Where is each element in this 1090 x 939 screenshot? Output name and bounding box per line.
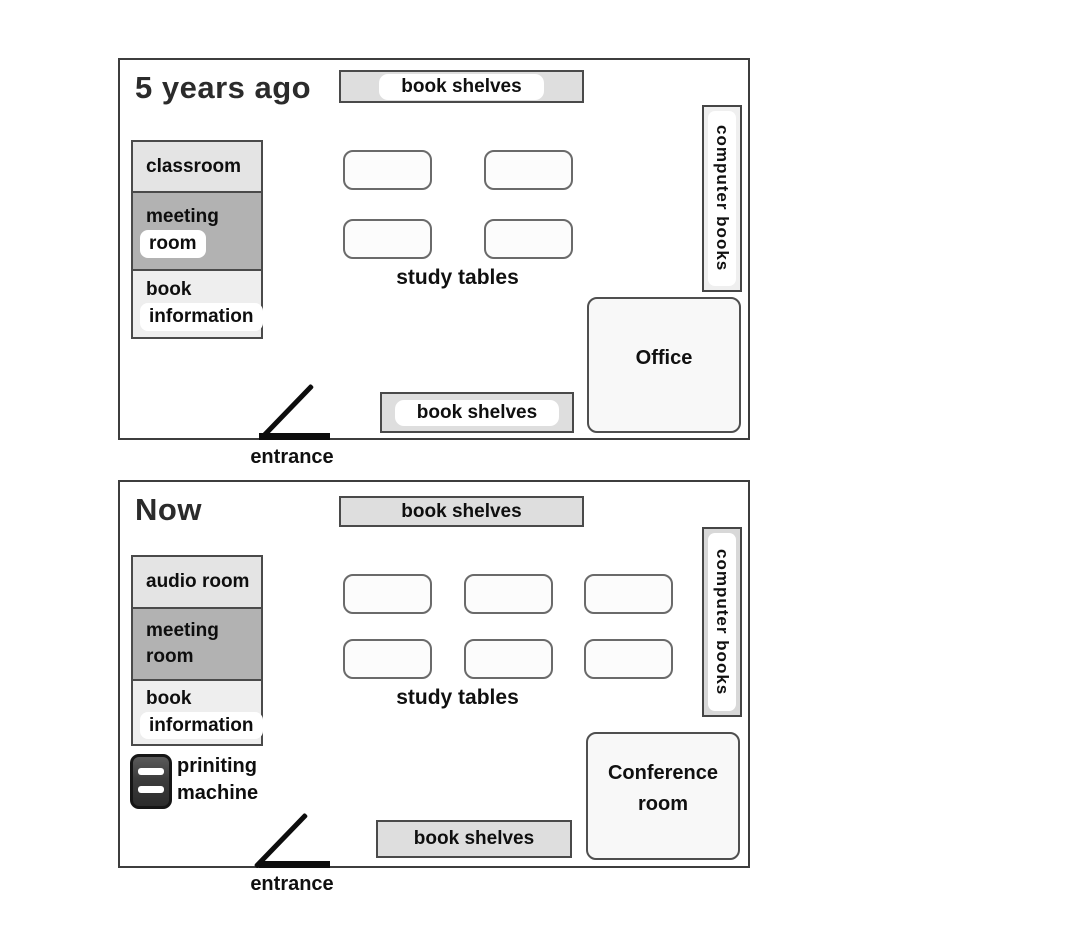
room-meeting-label-line2: room: [146, 646, 194, 667]
study-tables-label: study tables: [396, 686, 519, 709]
room-book-information-line2: information: [140, 303, 263, 331]
study-table: [584, 639, 673, 679]
book-shelves-bottom: book shelves: [380, 392, 574, 433]
entrance-label: entrance: [250, 446, 334, 468]
floor-plan-5-years-ago: 5 years ago book shelves computer books …: [118, 58, 750, 440]
panel-title-5-years-ago: 5 years ago: [135, 70, 312, 105]
room-classroom-label: classroom: [146, 155, 242, 177]
room-meeting: meeting room: [133, 609, 261, 681]
office-room: Office: [587, 297, 741, 433]
room-classroom: classroom: [133, 142, 261, 193]
entrance-door-icon: [259, 433, 330, 440]
room-book-information-line2: information: [140, 711, 263, 740]
printing-machine-label: priniting machine: [177, 753, 258, 807]
room-audio: audio room: [133, 557, 261, 609]
computer-books-label: computer books: [713, 548, 732, 696]
room-book-information-line1: book: [146, 279, 192, 301]
room-book-information: book information: [133, 271, 263, 337]
rooms-column: audio room meeting room book information: [131, 555, 263, 746]
room-book-information-line1: book: [146, 687, 192, 709]
panel-title-now: Now: [135, 492, 202, 527]
study-table: [343, 219, 432, 259]
conference-room: Conference room: [586, 732, 740, 860]
printer-slot-icon: [138, 768, 164, 775]
room-meeting-label-line2: room: [140, 230, 206, 258]
room-meeting-label-line1: meeting: [146, 620, 219, 642]
conference-room-label-line1: Conference: [607, 762, 719, 784]
study-table: [484, 150, 573, 190]
computer-books-shelf: computer books: [702, 105, 742, 292]
room-meeting: meeting room: [133, 193, 261, 271]
study-table: [584, 574, 673, 614]
computer-books-pill: computer books: [708, 533, 736, 711]
room-meeting-label-line1: meeting: [146, 206, 219, 228]
rooms-column: classroom meeting room book information: [131, 140, 263, 339]
study-tables-label: study tables: [396, 266, 519, 289]
office-label: Office: [635, 346, 693, 369]
study-table: [343, 574, 432, 614]
study-table: [343, 639, 432, 679]
conference-room-label-line2: room: [638, 793, 688, 815]
floor-plan-now: Now book shelves computer books audio ro…: [118, 480, 750, 869]
study-table: [464, 574, 553, 614]
computer-books-pill: computer books: [708, 111, 736, 286]
printing-machine-label-line1: priniting: [177, 755, 257, 777]
book-shelves-bottom-label: book shelves: [413, 828, 535, 849]
study-table: [343, 150, 432, 190]
study-table: [484, 219, 573, 259]
entrance-door-icon: [259, 861, 330, 868]
book-shelves-top-label: book shelves: [379, 73, 544, 100]
printer-slot-icon: [138, 786, 164, 793]
printing-machine-label-line2: machine: [177, 782, 259, 804]
room-book-information: book information: [133, 681, 263, 744]
computer-books-shelf: computer books: [702, 527, 742, 717]
book-shelves-top: book shelves: [339, 70, 584, 103]
book-shelves-top: book shelves: [339, 496, 584, 527]
entrance-label: entrance: [250, 873, 334, 895]
book-shelves-bottom: book shelves: [376, 820, 572, 858]
book-shelves-top-label: book shelves: [401, 500, 522, 522]
room-audio-label: audio room: [146, 571, 250, 593]
computer-books-label: computer books: [713, 125, 732, 272]
entrance-door-swing-icon: [259, 383, 315, 440]
printing-machine-icon: [130, 754, 172, 809]
book-shelves-bottom-label: book shelves: [394, 399, 560, 426]
study-table: [464, 639, 553, 679]
